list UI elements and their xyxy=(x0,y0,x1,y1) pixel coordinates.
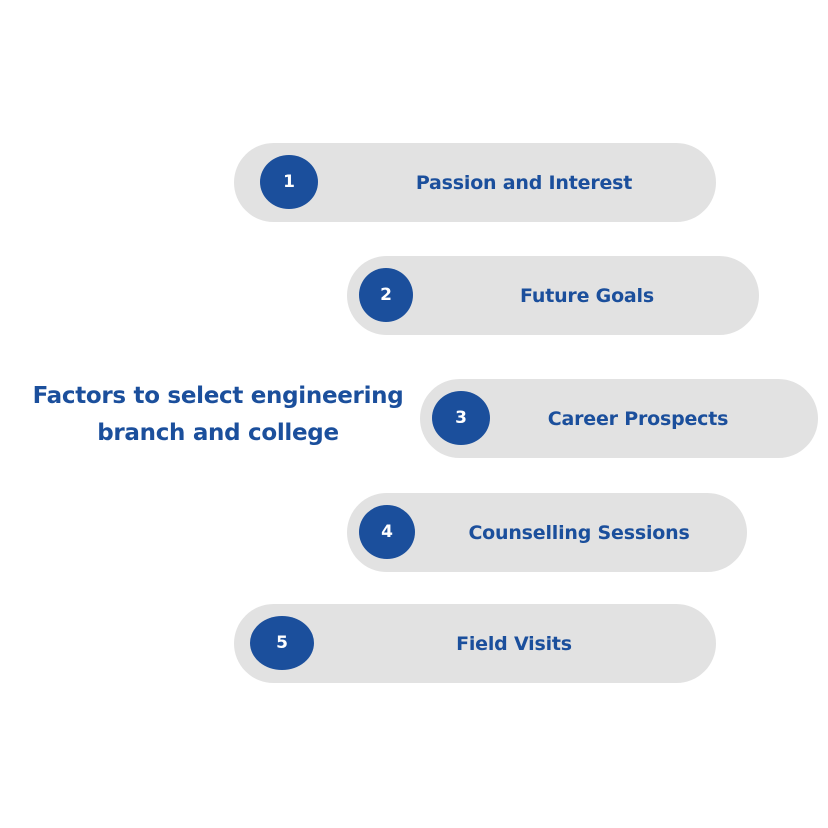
factor-label-1: Passion and Interest xyxy=(415,171,633,194)
factor-number-badge-5: 5 xyxy=(250,616,314,670)
factor-label-3: Career Prospects xyxy=(547,407,729,430)
diagram-title: Factors to select engineering branch and… xyxy=(18,378,418,452)
factor-number-badge-4: 4 xyxy=(359,505,415,559)
factor-item-4: 4 Counselling Sessions xyxy=(347,493,747,572)
diagram-title-line-2: branch and college xyxy=(97,420,339,446)
factor-item-5: 5 Field Visits xyxy=(234,604,716,683)
factor-item-3: 3 Career Prospects xyxy=(420,379,818,458)
factor-label-5: Field Visits xyxy=(456,632,572,655)
diagram-title-line-1: Factors to select engineering xyxy=(32,383,404,409)
factor-number-badge-1: 1 xyxy=(260,155,318,209)
factor-number-badge-2: 2 xyxy=(359,268,413,322)
factor-item-1: 1 Passion and Interest xyxy=(234,143,716,222)
factor-item-2: 2 Future Goals xyxy=(347,256,759,335)
factor-label-2: Future Goals xyxy=(520,284,654,307)
factor-number-badge-3: 3 xyxy=(432,391,490,445)
factor-label-4: Counselling Sessions xyxy=(468,521,690,544)
